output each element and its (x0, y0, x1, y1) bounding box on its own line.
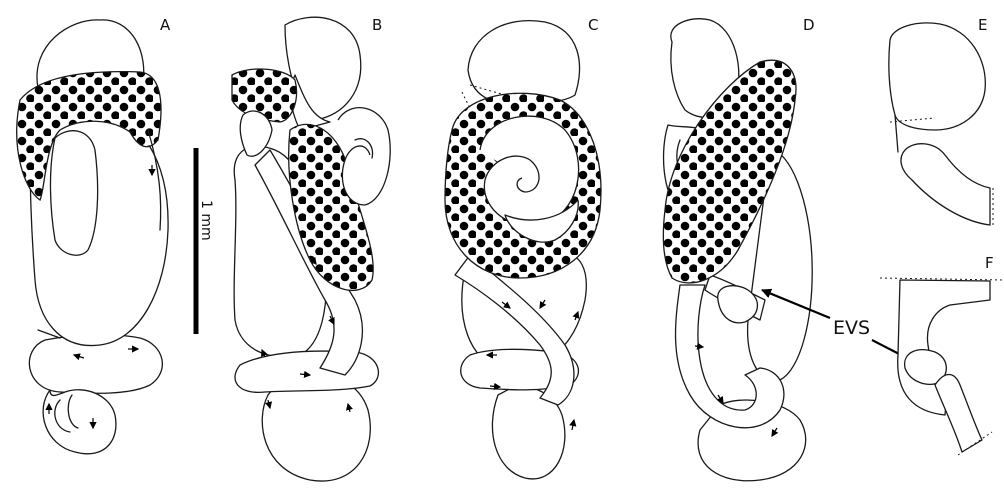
panel-label-a: A (160, 16, 171, 34)
panel-label-c: C (588, 16, 598, 34)
panel-a-drawing (17, 20, 168, 454)
panel-label-f: F (985, 254, 994, 272)
panel-label-e: E (978, 16, 987, 34)
panel-b-drawing (232, 17, 390, 481)
panel-e-drawing (889, 23, 993, 228)
panel-label-b: B (372, 16, 382, 34)
scale-bar-label: 1 mm (198, 200, 214, 241)
panel-f-drawing (880, 278, 1004, 455)
panel-d-drawing (663, 19, 812, 481)
panel-label-d: D (803, 16, 815, 34)
evs-label: EVS (833, 317, 870, 339)
panel-c-drawing (445, 21, 601, 479)
